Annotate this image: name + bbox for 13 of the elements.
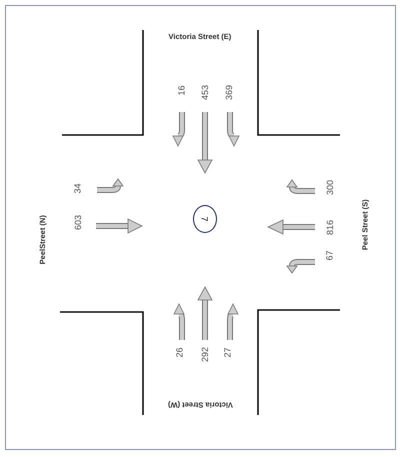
traffic-count: 16 (178, 85, 186, 95)
traffic-count: 292 (200, 346, 210, 362)
traffic-count: 26 (176, 347, 184, 357)
traffic-count: 816 (326, 219, 335, 235)
traffic-count: 300 (326, 179, 335, 195)
traffic-count: 603 (74, 214, 83, 230)
traffic-count: 369 (224, 84, 234, 100)
intersection-number: 7 (200, 216, 210, 222)
traffic-count: 34 (74, 183, 82, 193)
intersection-circle (193, 205, 217, 233)
traffic-count: 27 (224, 347, 232, 357)
traffic-count: 67 (326, 250, 334, 260)
traffic-count: 453 (200, 84, 210, 100)
